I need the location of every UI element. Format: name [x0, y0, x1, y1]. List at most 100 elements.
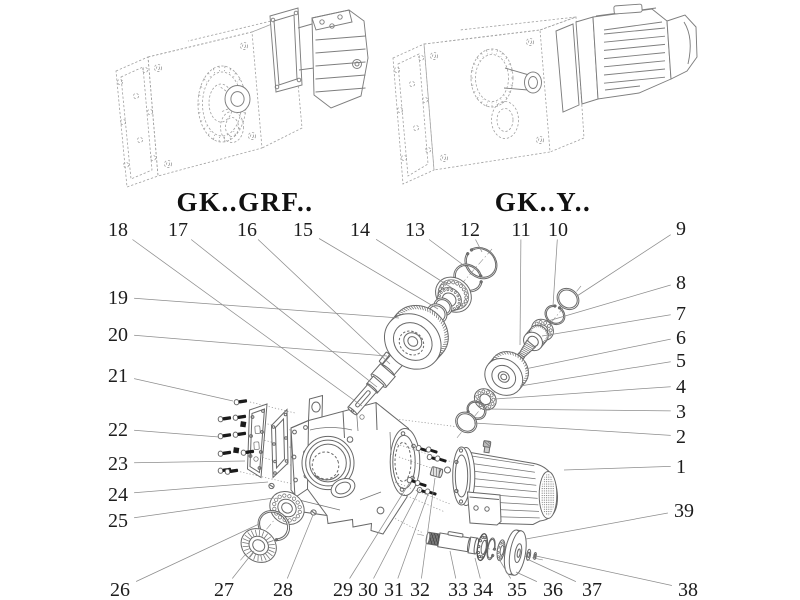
- callout-29: 29: [333, 579, 353, 600]
- leader-line-25: [134, 497, 275, 519]
- callout-10: 10: [548, 219, 568, 241]
- cover-bolts: [217, 399, 255, 475]
- callout-35: 35: [507, 579, 527, 600]
- leader-line-16: [257, 239, 391, 365]
- part-bevel-gear: [484, 350, 530, 396]
- part-pinion-assembly: [455, 287, 580, 434]
- callout-17: 17: [168, 219, 188, 241]
- motor-mount-fasteners: [394, 443, 453, 513]
- leader-line-14: [375, 238, 453, 289]
- part-gasket: [270, 408, 289, 479]
- leader-line-32: [421, 477, 436, 579]
- callout-25: 25: [108, 510, 128, 532]
- callout-4: 4: [676, 376, 686, 398]
- leader-line-37: [526, 558, 577, 582]
- part-seal-ring: [556, 287, 580, 311]
- motor-fan-cover: [533, 463, 559, 522]
- callout-13: 13: [405, 219, 425, 241]
- callout-9: 9: [676, 218, 686, 240]
- part-washer: [526, 548, 532, 561]
- leader-line-2: [473, 422, 671, 436]
- leader-line-13: [428, 239, 467, 268]
- leader-line-21: [134, 378, 234, 402]
- leader-line-26: [135, 523, 260, 582]
- leader-line-3: [483, 408, 671, 412]
- part-o-ring: [455, 411, 478, 434]
- bolt-icon: [233, 399, 248, 406]
- leader-lines: [132, 234, 672, 586]
- bolt-icon: [240, 449, 255, 456]
- gearbox-motor-drawing: [392, 3, 698, 185]
- callout-36: 36: [543, 579, 563, 600]
- bolt-icon: [217, 450, 232, 457]
- callout-20: 20: [108, 324, 128, 346]
- part-slotted-ring: [240, 528, 277, 563]
- leader-line-15: [318, 238, 439, 310]
- leader-line-6: [524, 338, 671, 370]
- model-label-left: GK..GRF..: [176, 187, 313, 217]
- callout-22: 22: [108, 419, 128, 441]
- model-label-right: GK..Y..: [495, 187, 592, 217]
- callout-16: 16: [237, 219, 257, 241]
- callout-38: 38: [678, 579, 698, 600]
- leader-line-9: [576, 234, 671, 297]
- motor-eye-bolt: [482, 440, 492, 454]
- part-cover-plate: [246, 403, 268, 479]
- callout-39: 39: [674, 500, 694, 522]
- housing-motor-flange: [389, 428, 421, 496]
- callout-2: 2: [676, 426, 686, 448]
- callout-30: 30: [358, 579, 378, 600]
- part-snap-ring-pinion: [544, 304, 566, 326]
- part-ball-bearing-lower: [473, 388, 497, 411]
- bolt-icon: [232, 431, 247, 438]
- part-ball-bearing-output: [269, 491, 305, 525]
- leader-line-12: [475, 239, 483, 253]
- callout-15: 15: [293, 219, 313, 241]
- bolt-icon: [414, 479, 427, 488]
- leader-line-23: [134, 460, 246, 464]
- leader-line-39: [525, 512, 668, 540]
- leader-line-38: [535, 555, 672, 586]
- leader-line-10: [552, 239, 558, 307]
- callout-19: 19: [108, 287, 128, 309]
- leader-line-33: [449, 550, 457, 579]
- leader-line-17: [190, 239, 378, 388]
- leader-line-27: [232, 550, 255, 579]
- callout-32: 32: [410, 579, 430, 600]
- leader-line-31: [397, 493, 429, 579]
- part-snap-ring-large: [464, 246, 498, 280]
- leader-line-36: [515, 571, 538, 582]
- part-bearing-35: [496, 539, 506, 562]
- part-motor: [452, 440, 559, 526]
- leader-line-8: [547, 284, 671, 322]
- attached-motor: [555, 3, 698, 113]
- callout-6: 6: [676, 327, 686, 349]
- bolt-icon: [232, 414, 247, 421]
- callout-8: 8: [676, 272, 686, 294]
- callout-3: 3: [676, 401, 686, 423]
- motor-flange: [452, 446, 476, 506]
- part-bearing-34: [476, 533, 488, 562]
- leader-line-30: [373, 488, 421, 579]
- callout-18: 18: [108, 219, 128, 241]
- part-plug: [429, 466, 444, 479]
- leader-line-4: [494, 386, 671, 400]
- leader-line-20: [134, 334, 388, 357]
- callout-31: 31: [384, 579, 404, 600]
- bolt-icon: [425, 446, 438, 454]
- leader-line-18: [132, 239, 363, 407]
- motor-terminal-box: [466, 491, 502, 526]
- leader-line-11: [519, 239, 522, 346]
- input-adapter: [269, 7, 369, 109]
- leader-line-28: [286, 514, 314, 579]
- bolt-icon: [217, 433, 232, 440]
- bolt-icon: [224, 468, 239, 475]
- cover-plate-group: [217, 399, 296, 485]
- callout-14: 14: [350, 219, 370, 241]
- leader-line-7: [541, 314, 671, 337]
- leader-line-29: [349, 481, 411, 579]
- callout-23: 23: [108, 453, 128, 475]
